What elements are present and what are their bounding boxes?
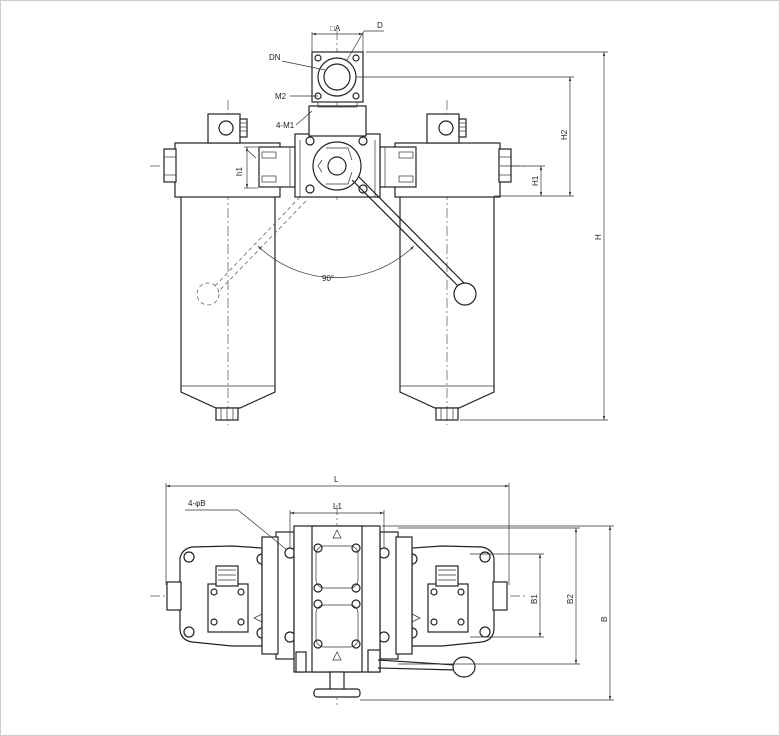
label-m2: M2 bbox=[275, 92, 287, 101]
right-filter-bowl bbox=[399, 196, 495, 421]
flange-plates-plan bbox=[261, 531, 413, 660]
central-valve-body bbox=[294, 51, 381, 198]
changeover-handle-plan bbox=[367, 649, 476, 678]
label-l1: L1 bbox=[333, 502, 342, 511]
label-h2: H2 bbox=[560, 129, 569, 140]
label-b: B bbox=[600, 617, 609, 622]
connecting-flanges bbox=[258, 146, 417, 188]
handle-alternate-position bbox=[196, 196, 307, 306]
label-dn: DN bbox=[269, 53, 281, 62]
front-view: 90° □A D DN M2 4-M1 h1 H1 H2 bbox=[150, 21, 608, 425]
label-4-phi-b: 4-φB bbox=[188, 499, 206, 508]
label-angle: 90° bbox=[322, 274, 334, 283]
label-4-m1: 4-M1 bbox=[276, 121, 295, 130]
plan-view: L L1 4-φB B1 B2 B bbox=[150, 475, 614, 705]
label-h: H bbox=[594, 234, 603, 240]
label-b1: B1 bbox=[530, 594, 539, 604]
left-head-plan bbox=[166, 545, 271, 647]
label-h1-left: h1 bbox=[235, 167, 244, 176]
label-b2: B2 bbox=[566, 594, 575, 604]
label-h1-right: H1 bbox=[531, 175, 540, 186]
left-filter-bowl bbox=[180, 196, 276, 421]
label-l: L bbox=[334, 475, 339, 484]
central-valve-plan bbox=[293, 525, 381, 698]
right-head-plan bbox=[403, 545, 508, 647]
label-square-a: □A bbox=[330, 24, 341, 33]
label-d: D bbox=[377, 21, 383, 30]
changeover-handle bbox=[351, 175, 477, 306]
